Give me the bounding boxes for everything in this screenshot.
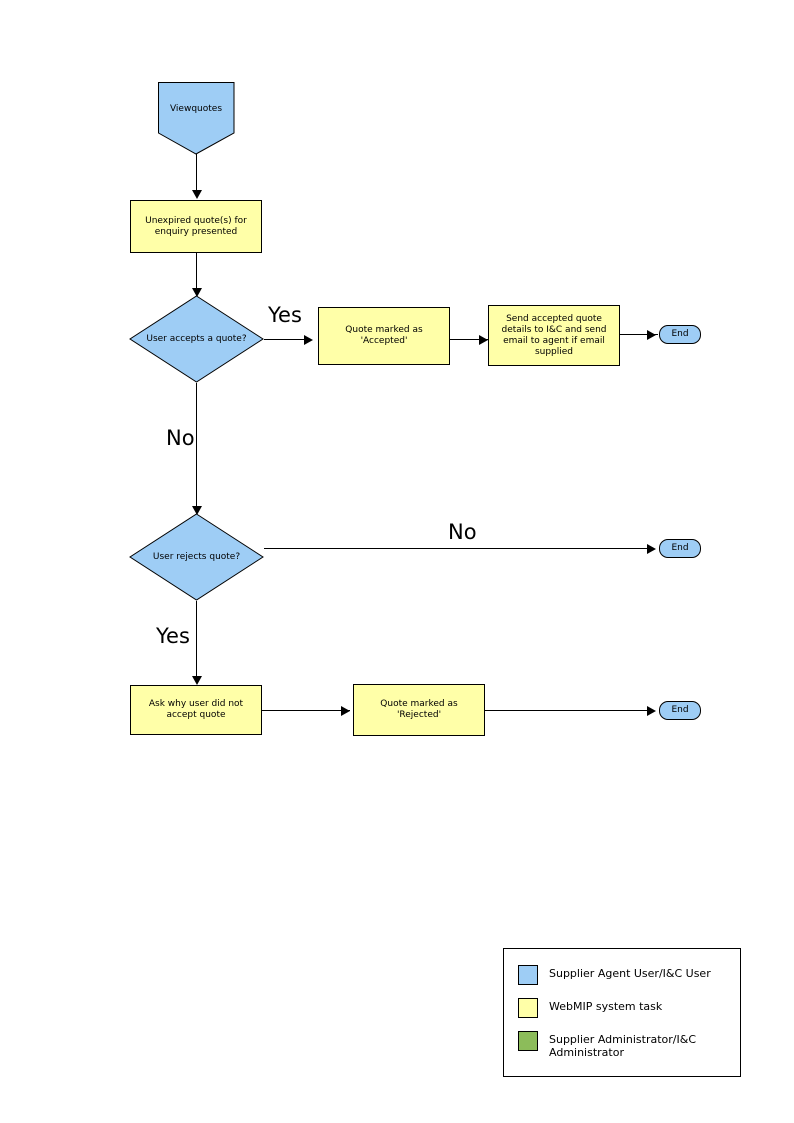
edge-label-accept-no: No [166,426,195,450]
legend-item-webmip-task: WebMIP system task [518,998,726,1018]
node-quote-accepted-label: Quote marked as 'Accepted' [345,325,423,346]
legend-swatch-blue [518,965,538,985]
legend-swatch-yellow [518,998,538,1018]
arrowhead-reject-yes [192,676,202,685]
arrowhead-askwhy-to-rejected [341,706,350,716]
node-ask-why-label: Ask why user did not accept quote [148,699,244,720]
legend-item-supplier-agent: Supplier Agent User/I&C User [518,965,726,985]
node-ask-why[interactable]: Ask why user did not accept quote [130,685,262,735]
edge-label-accept-yes: Yes [268,303,302,327]
node-quote-rejected[interactable]: Quote marked as 'Rejected' [353,684,485,736]
node-decision-accept-shape [129,295,264,383]
arrowhead-rejected-to-end [647,706,656,716]
connector-rejected-to-end [485,710,648,711]
connector-accepted-to-send [450,339,490,340]
legend-label-webmip-task: WebMIP system task [549,1000,663,1013]
connector-start-to-unexpired [196,154,197,194]
node-end-no-reject[interactable]: End [659,539,701,558]
node-send-details-label: Send accepted quote details to I&C and s… [501,313,607,357]
arrowhead-unexpired-to-decision-accept [192,288,202,297]
node-end-no-reject-label: End [671,543,689,553]
node-send-details[interactable]: Send accepted quote details to I&C and s… [488,305,620,366]
arrowhead-accept-no [192,506,202,515]
legend-swatch-green [518,1031,538,1051]
edge-label-reject-no: No [448,520,477,544]
node-start-label: Viewquotes [169,104,223,114]
node-decision-accept[interactable]: User accepts a quote? [129,295,264,383]
node-decision-accept-label: User accepts a quote? [146,333,247,344]
connector-reject-no [264,548,648,549]
node-end-accepted-label: End [671,329,689,339]
arrowhead-accept-yes [304,335,313,345]
node-end-accepted[interactable]: End [659,325,701,344]
connector-accept-no [196,383,197,513]
connector-accept-yes [264,339,310,340]
legend-label-supplier-agent: Supplier Agent User/I&C User [549,967,711,980]
legend-item-supplier-admin: Supplier Administrator/I&C Administrator [518,1031,726,1059]
connector-askwhy-to-rejected [262,710,350,711]
arrowhead-send-to-end [647,330,656,340]
node-quote-accepted[interactable]: Quote marked as 'Accepted' [318,307,450,365]
node-quote-rejected-label: Quote marked as 'Rejected' [380,699,458,720]
node-unexpired-quotes-label: Unexpired quote(s) for enquiry presented [145,215,247,237]
arrowhead-start-to-unexpired [192,190,202,199]
connector-reject-yes [196,601,197,683]
node-start-viewquotes[interactable]: Viewquotes [158,82,234,154]
arrowhead-accepted-to-send [479,335,488,345]
node-decision-reject-label: User rejects quote? [152,551,241,562]
legend-label-supplier-admin: Supplier Administrator/I&C Administrator [549,1033,697,1059]
node-end-rejected[interactable]: End [659,701,701,720]
connector-unexpired-to-decision-accept [196,253,197,295]
arrowhead-reject-no [647,544,656,554]
edge-label-reject-yes: Yes [156,624,190,648]
node-end-rejected-label: End [671,705,689,715]
node-unexpired-quotes[interactable]: Unexpired quote(s) for enquiry presented [130,200,262,253]
node-decision-reject[interactable]: User rejects quote? [129,513,264,601]
connector-send-to-end [620,334,658,335]
node-decision-reject-shape [129,513,264,601]
legend: Supplier Agent User/I&C User WebMIP syst… [503,948,741,1077]
